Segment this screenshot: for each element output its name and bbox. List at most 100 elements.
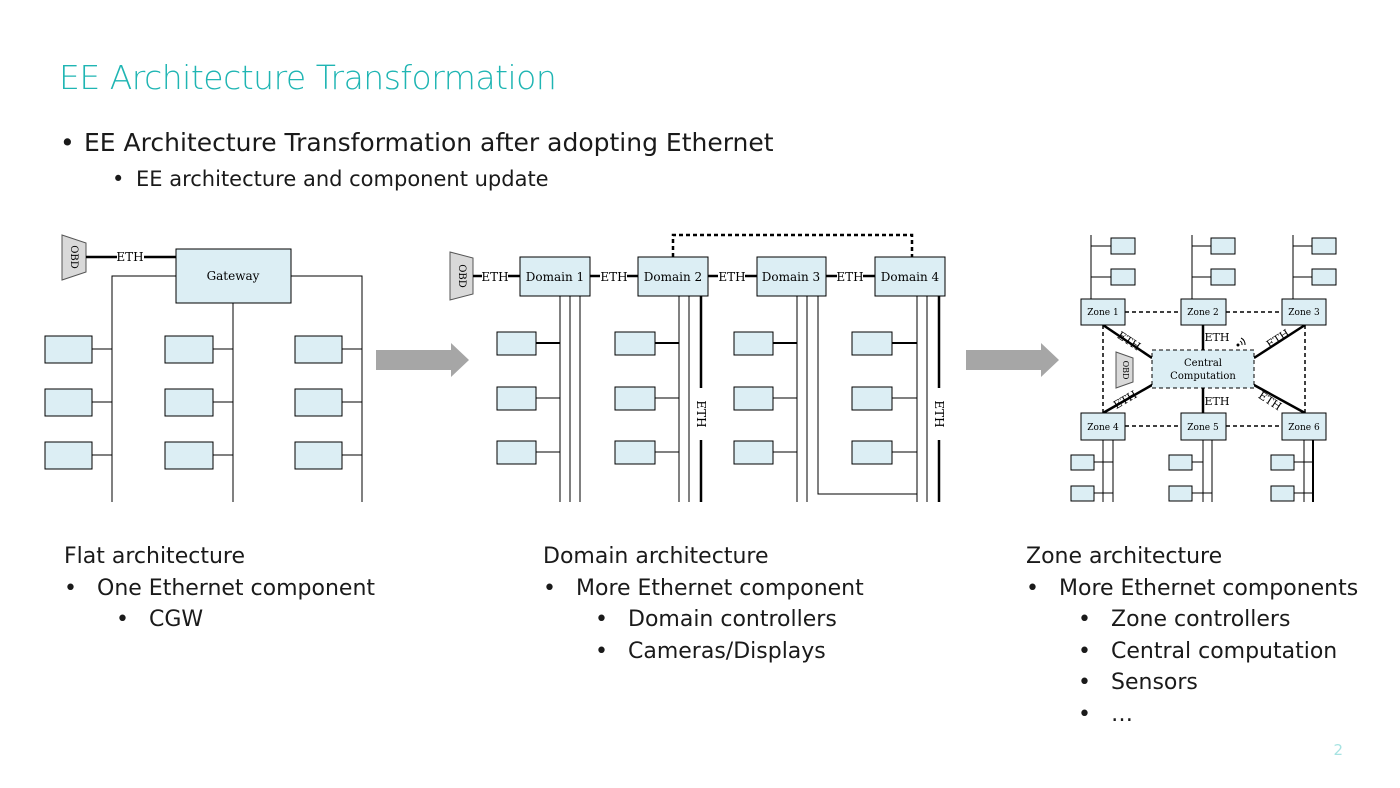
flat-heading: Flat architecture [64, 544, 245, 569]
flat-obd-connector [61, 234, 87, 281]
flat-architecture-text: Flat architecture •One Ethernet componen… [64, 541, 375, 636]
domain-ecu-box [496, 331, 537, 356]
zone-sensor-box [1311, 237, 1337, 255]
gateway-box [175, 248, 292, 304]
domain-2-box [637, 256, 709, 297]
sub-bullet-text: EE architecture and component update [136, 167, 549, 191]
domain-eth-label: ETH [600, 270, 627, 284]
zone-subitem: •Zone controllers [1078, 607, 1291, 632]
zone-obd-connector [1115, 351, 1134, 389]
domain-eth-label: ETH [836, 270, 863, 284]
zone-6-label: Zone 6 [1288, 423, 1320, 433]
zone-subitem-text: Sensors [1111, 670, 1198, 695]
zone-1-box [1080, 298, 1126, 326]
gateway-label: Gateway [207, 269, 260, 283]
domain-subitem: •Domain controllers [595, 607, 837, 632]
zone-architecture-text: Zone architecture •More Ethernet compone… [1026, 541, 1358, 730]
flat-ecu-box [44, 335, 93, 364]
flat-ecu-box [294, 335, 343, 364]
zone-subitem-text: Central computation [1111, 638, 1338, 664]
wireless-icon [1236, 337, 1246, 347]
domain-eth-label: ETH [694, 400, 708, 427]
flat-eth-label: ETH [116, 250, 143, 264]
zone-5-label: Zone 5 [1187, 423, 1219, 433]
domain-obd-label: OBD [456, 264, 467, 288]
domain-ecu-box [496, 386, 537, 411]
flat-obd-label: OBD [68, 245, 79, 269]
domain-ecu-box [733, 331, 774, 356]
zone-6-box [1281, 412, 1327, 441]
zone-eth-label: ETH [1111, 388, 1139, 412]
zone-heading: Zone architecture [1026, 544, 1223, 569]
central-computation-label: Central [1184, 358, 1222, 369]
domain-ecu-box [614, 331, 656, 356]
domain-item: •More Ethernet component [543, 575, 864, 601]
zone-eth-label: ETH [1264, 327, 1292, 352]
zone-subitem: •Sensors [1078, 670, 1198, 695]
domain-ecu-box [851, 386, 893, 411]
zone-sensor-box [1270, 485, 1295, 502]
flat-ecu-box [294, 388, 343, 417]
zone-3-label: Zone 3 [1288, 308, 1320, 318]
flat-subitem: •CGW [116, 607, 204, 632]
domain-subitem-text: Domain controllers [628, 607, 837, 632]
flat-ecu-box [164, 388, 214, 417]
domain-4-box [874, 256, 946, 297]
flat-architecture-diagram: OBD ETH Gateway [44, 234, 363, 502]
domain-subitem-text: Cameras/Displays [628, 638, 826, 664]
domain-eth-label: ETH [932, 400, 946, 427]
flat-ecu-box [164, 441, 214, 470]
domain-subitem: •Cameras/Displays [595, 638, 826, 664]
zone-sensor-box [1168, 454, 1193, 471]
main-bullet-text: EE Architecture Transformation after ado… [84, 128, 774, 157]
zone-item-text: More Ethernet components [1059, 575, 1359, 601]
zone-3-box [1281, 298, 1327, 326]
zone-sensor-box [1110, 237, 1136, 255]
zone-subitem-text: Zone controllers [1111, 607, 1291, 632]
flat-subitem-text: CGW [149, 607, 204, 632]
zone-obd-label: OBD [1121, 361, 1130, 380]
flat-item-text: One Ethernet component [97, 575, 376, 601]
domain-4-label: Domain 4 [881, 270, 940, 284]
zone-eth-label: ETH [1256, 389, 1284, 414]
sub-bullet: •EE architecture and component update [112, 167, 549, 191]
zone-2-box [1180, 298, 1227, 326]
domain-item-text: More Ethernet component [576, 575, 864, 601]
zone-sensor-box [1210, 237, 1236, 255]
central-computation-box [1151, 349, 1255, 389]
zone-2-label: Zone 2 [1187, 308, 1218, 318]
domain-ecu-box [851, 331, 893, 356]
zone-subitem: •Central computation [1078, 638, 1338, 664]
zone-subitem: •… [1078, 701, 1133, 727]
zone-sensor-box [1070, 485, 1095, 502]
flat-ecu-box [164, 335, 214, 364]
zone-sensor-box [1070, 454, 1095, 471]
domain-1-label: Domain 1 [526, 270, 584, 284]
domain-ecu-box [496, 440, 537, 465]
transition-arrow-2 [966, 343, 1059, 377]
zone-subitem-text: … [1111, 701, 1133, 727]
domain-ecu-box [614, 440, 656, 465]
zone-sensor-box [1311, 268, 1337, 286]
zone-eth-label: ETH [1205, 395, 1230, 408]
zone-item: •More Ethernet components [1026, 575, 1359, 601]
domain-3-label: Domain 3 [762, 270, 820, 284]
domain-obd-connector [449, 251, 474, 301]
slide-title: EE Architecture Transformation [59, 58, 557, 97]
flat-ecu-box [294, 441, 343, 470]
domain-architecture-text: Domain architecture •More Ethernet compo… [543, 541, 864, 667]
flat-ecu-box [44, 441, 93, 470]
zone-sensor-box [1210, 268, 1236, 286]
domain-ecu-box [614, 386, 656, 411]
domain-eth-label: ETH [481, 270, 508, 284]
main-bullet: •EE Architecture Transformation after ad… [60, 128, 774, 157]
zone-sensor-box [1270, 454, 1295, 471]
zone-sensor-box [1168, 485, 1193, 502]
domain-ecu-box [851, 440, 893, 465]
flat-item: •One Ethernet component [64, 575, 376, 601]
domain-1-box [519, 256, 591, 297]
zone-architecture-diagram: ETH ETH ETH ETH ETH ETH Central Computat… [1070, 235, 1337, 502]
central-computation-label: Computation [1170, 371, 1236, 382]
domain-ecu-box [733, 386, 774, 411]
